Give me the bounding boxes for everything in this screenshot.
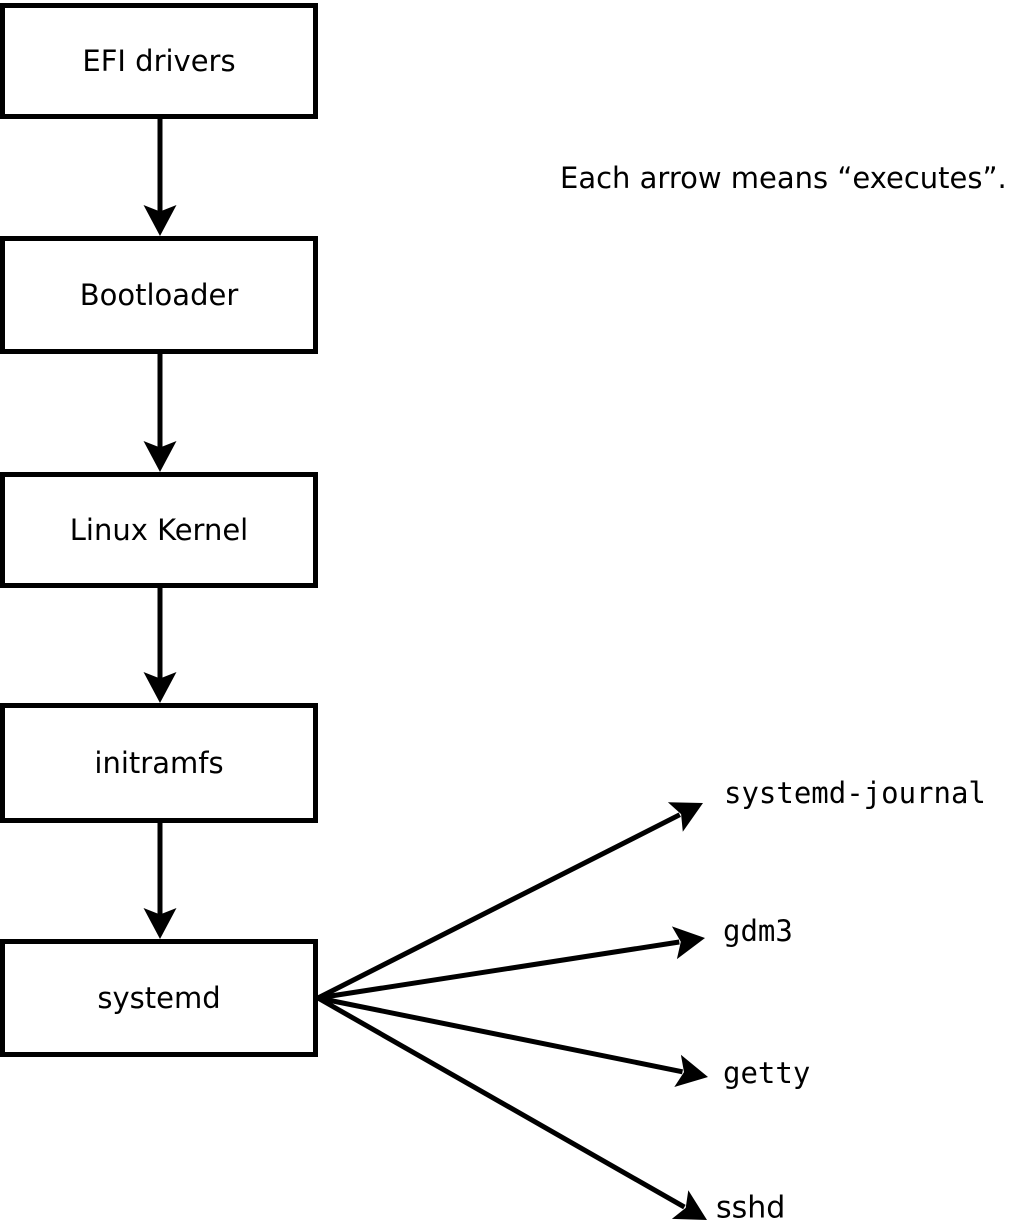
target-label-getty: getty xyxy=(723,1056,811,1090)
node-linux-kernel: Linux Kernel xyxy=(0,472,318,588)
node-bootloader: Bootloader xyxy=(0,236,318,354)
node-systemd: systemd xyxy=(0,939,318,1057)
target-label-systemd-journal: systemd-journal xyxy=(724,776,986,810)
node-systemd-label: systemd xyxy=(97,981,221,1015)
node-efi-drivers-label: EFI drivers xyxy=(82,44,236,78)
arrow-systemd-to-getty xyxy=(317,995,708,1087)
arrow-bootloader-to-kernel xyxy=(143,354,177,472)
arrow-legend-caption: Each arrow means “executes”. xyxy=(560,161,1007,195)
arrow-efi-to-bootloader xyxy=(143,119,177,236)
arrow-kernel-to-initramfs xyxy=(143,588,177,703)
target-label-sshd: sshd xyxy=(716,1190,786,1226)
node-bootloader-label: Bootloader xyxy=(79,278,239,312)
node-efi-drivers: EFI drivers xyxy=(0,3,318,119)
arrow-systemd-to-sshd xyxy=(316,995,707,1220)
arrow-systemd-to-journal xyxy=(316,802,703,1001)
node-initramfs-label: initramfs xyxy=(94,746,224,780)
node-initramfs: initramfs xyxy=(0,703,318,823)
arrow-systemd-to-gdm3 xyxy=(317,926,705,1001)
node-linux-kernel-label: Linux Kernel xyxy=(69,513,249,547)
target-label-gdm3: gdm3 xyxy=(723,914,793,948)
arrow-initramfs-to-systemd xyxy=(143,823,177,939)
